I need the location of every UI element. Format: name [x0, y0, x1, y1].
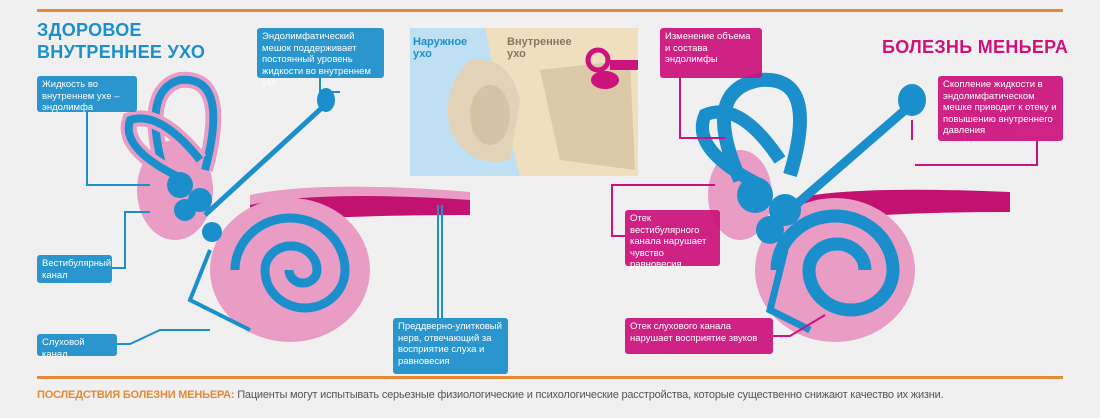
footer-note: ПОСЛЕДСТВИЯ БОЛЕЗНИ МЕНЬЕРА: Пациенты мо…	[37, 389, 944, 401]
title-line-2: ВНУТРЕННЕЕ УХО	[37, 42, 206, 62]
outer-ear-label: Наружное ухо	[413, 36, 468, 60]
healthy-ear-title: ЗДОРОВОЕ ВНУТРЕННЕЕ УХО	[37, 19, 205, 63]
label-auditory-edema: Отек слухового канала нарушает восприяти…	[625, 318, 773, 354]
title-line-1: ЗДОРОВОЕ	[37, 20, 142, 40]
label-vestibular-canal: Вестибулярный канал	[37, 255, 112, 283]
label-vestibular-edema: Отек вестибулярного канала нарушает чувс…	[625, 210, 720, 270]
label-endolymph-change: Изменение объема и состава эндолимфы	[660, 28, 762, 78]
footer-text: Пациенты могут испытывать серьезные физи…	[234, 389, 944, 401]
label-endolymphatic-sac: Эндолимфатический мешок поддерживает пос…	[257, 28, 384, 88]
top-divider	[37, 9, 1063, 12]
outer-inner-ear-drawing	[410, 28, 638, 176]
meniere-inner-ear-drawing	[611, 72, 1038, 342]
meniere-title: БОЛЕЗНЬ МЕНЬЕРА	[882, 37, 1069, 57]
bottom-divider	[37, 376, 1063, 379]
footer-heading: ПОСЛЕДСТВИЯ БОЛЕЗНИ МЕНЬЕРА:	[37, 389, 235, 401]
label-fluid-accumulation: Скопление жидкости в эндолимфатическом м…	[938, 76, 1063, 141]
label-auditory-canal: Слуховой канал	[37, 334, 117, 360]
label-endolymph-fluid: Жидкость во внутреннем ухе – эндолимфа	[37, 76, 137, 113]
healthy-inner-ear-drawing	[86, 71, 470, 345]
inner-ear-label: Внутреннее ухо	[507, 36, 572, 60]
label-vestibulocochlear-nerve: Преддверно-улитковый нерв, отвечающий за…	[393, 318, 508, 374]
